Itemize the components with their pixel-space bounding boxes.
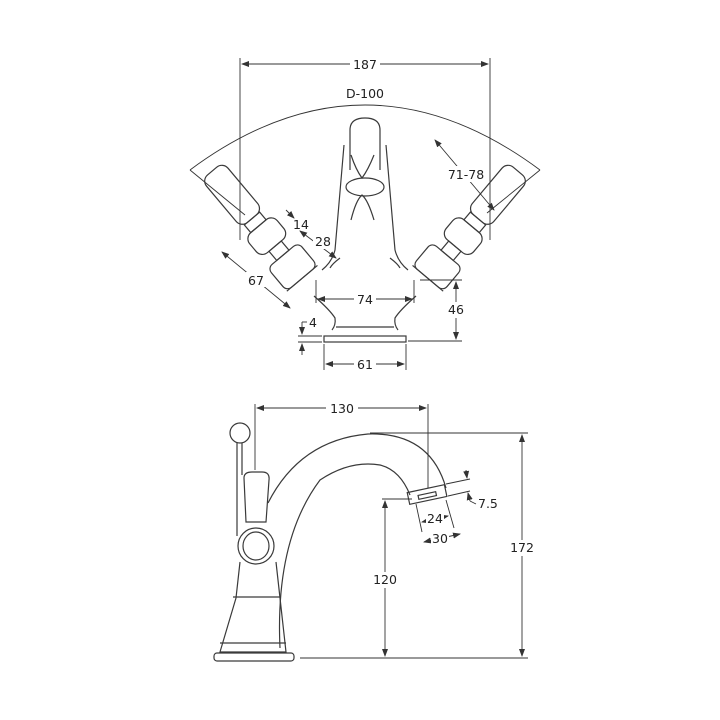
spout-top	[321, 117, 409, 271]
body-top	[313, 295, 417, 343]
side-spout	[267, 433, 448, 649]
label-body-width: 74	[357, 292, 373, 307]
dim-aerator: 7.5 24 30	[415, 469, 498, 546]
dim-body-width: 74	[315, 280, 415, 307]
dim-outlet-height: 120	[370, 498, 412, 657]
label-collar-width: 14	[293, 217, 309, 232]
dim-base-thickness: 4	[298, 315, 322, 355]
label-spout-reach: 130	[330, 401, 354, 416]
dim-overall-height: 172	[300, 432, 538, 659]
label-body-height: 46	[448, 302, 464, 317]
dim-overall-width: 187	[239, 56, 491, 240]
label-overall-height: 172	[510, 540, 534, 555]
label-aerator-outer: 30	[432, 531, 448, 546]
side-view: 130 172 120 7.5	[213, 401, 538, 662]
label-overall-width: 187	[353, 57, 377, 72]
label-handle-reach: 67	[248, 273, 264, 288]
dim-body-height: 46	[408, 279, 468, 342]
label-handle-arc: D-100	[346, 86, 384, 101]
top-view: 187 D-100	[189, 56, 541, 372]
dim-handle-reach: 67	[221, 251, 291, 309]
dim-base-width: 61	[323, 344, 407, 372]
label-base-thickness: 4	[309, 315, 317, 330]
label-base-width: 61	[357, 357, 373, 372]
dim-handle-length: 71-78	[434, 139, 495, 211]
label-outlet-height: 120	[373, 572, 397, 587]
dim-collar: 14 28	[285, 209, 337, 259]
side-handle	[213, 422, 295, 662]
label-aerator-inner: 24	[427, 511, 443, 526]
label-collar-offset: 28	[315, 234, 331, 249]
dim-spout-reach: 130	[254, 401, 429, 488]
label-handle-length: 71-78	[448, 167, 484, 182]
label-aerator-offset: 7.5	[478, 496, 498, 511]
